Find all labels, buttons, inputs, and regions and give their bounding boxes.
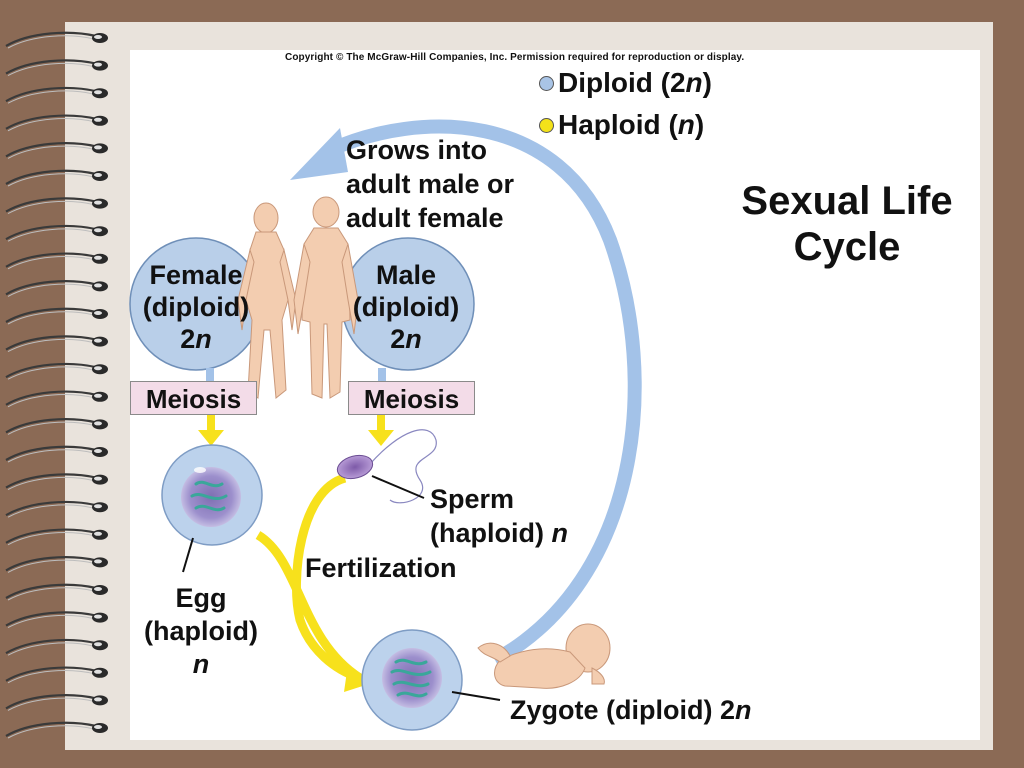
binding-coil [5,224,108,242]
binding-coil [5,694,108,711]
growth-arrow-head [290,128,348,180]
egg-pointer [182,537,194,573]
egg-chromosomes [190,480,228,512]
female-label: Female (diploid) 2n [142,260,250,354]
sperm-pointer [371,475,425,499]
female-meiosis-arrow-shaft [207,414,215,432]
binding-coil [5,638,108,656]
binding-coil [5,390,108,408]
spiral-binding [5,31,108,739]
binding-coil [5,556,108,573]
male-meiosis-arrow-head [368,430,394,446]
binding-coil [5,528,108,546]
diagram-title: Sexual Life Cycle [712,178,982,270]
binding-coil [5,307,108,325]
binding-coil [5,197,108,215]
haploid-key-label: Haploid (n) [558,109,705,140]
egg-label: Egg (haploid) n [144,583,258,679]
adult-female-figure [237,202,297,399]
title-line-2: Cycle [793,225,901,269]
sperm-cell [336,429,437,504]
female-meiosis-box: Meiosis [130,381,257,415]
diploid-key-dot [539,76,554,91]
male-label: Male (diploid) 2n [352,260,460,354]
binding-coil [5,142,108,159]
growth-arrow [327,119,642,667]
binding-coil [5,473,108,491]
copyright-notice: Copyright © The McGraw-Hill Companies, I… [285,52,745,63]
grows-into-label: Grows into adult male or adult female [346,135,515,233]
binding-coil [5,59,108,77]
binding-coil [5,114,108,132]
binding-coil [5,721,108,739]
diploid-key-label: Diploid (2n) [558,67,712,98]
egg-to-zygote-arrow [255,531,363,682]
binding-coil [5,31,108,49]
female-meiosis-arrow-head [198,430,224,446]
male-meiosis-arrow-shaft [377,414,385,432]
binding-coil [5,418,108,435]
sperm-to-zygote-arrow [291,473,362,683]
female-connector [206,368,214,382]
binding-coil [5,362,108,380]
zygote-label: Zygote (diploid) 2n [510,695,752,725]
binding-coil [5,666,108,684]
binding-coil [5,86,108,104]
haploid-key-dot [539,118,554,133]
binding-coil [5,583,108,601]
binding-coil [5,611,108,629]
baby-figure [477,623,611,689]
zygote-pointer [451,691,501,701]
zygote-nucleus [382,648,442,708]
fertilization-label: Fertilization [305,553,457,583]
zygote-chromosomes [390,658,432,698]
binding-coil [5,169,108,187]
binding-coil [5,252,108,270]
binding-coil [5,445,108,463]
male-meiosis-box: Meiosis [348,381,475,415]
binding-coil [5,500,108,518]
male-connector [378,368,386,382]
binding-coil [5,280,108,297]
title-line-1: Sexual Life [741,179,953,223]
binding-coil [5,335,108,353]
adult-male-figure [293,196,359,399]
sperm-label: Sperm (haploid) n [430,484,568,548]
